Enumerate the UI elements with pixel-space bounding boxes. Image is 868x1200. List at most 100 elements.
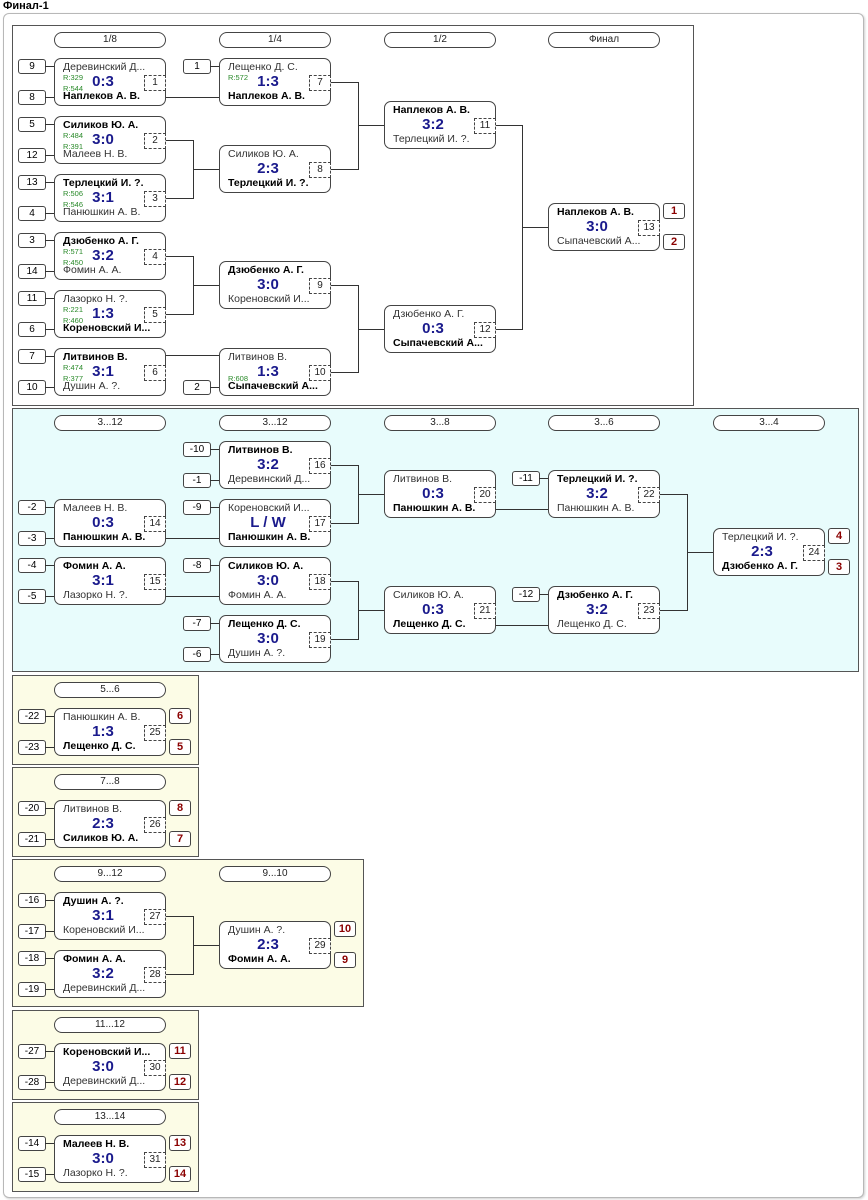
connector-line	[496, 329, 522, 330]
round-header: 11...12	[54, 1017, 166, 1033]
round-header: 1/8	[54, 32, 166, 48]
seed-label: 1	[183, 59, 211, 74]
player-1-name: Литвинов В.	[228, 444, 293, 456]
player-2-name: Лазорко Н. ?.	[63, 589, 128, 601]
connector-line	[358, 125, 384, 126]
match-score: 3:0	[92, 1150, 114, 1167]
match-number: 7	[309, 75, 331, 91]
seed-label: -21	[18, 832, 46, 847]
player-1-name: Дзюбенко А. Г.	[557, 589, 633, 601]
player-1-rating: R:221	[63, 305, 84, 314]
player-2-name: Душин А. ?.	[63, 380, 121, 392]
seed-label: -7	[183, 616, 211, 631]
seed-label: -20	[18, 801, 46, 816]
match-number: 26	[144, 817, 166, 833]
player-1-name: Дзюбенко А. Г.	[228, 264, 304, 276]
place-badge: 1	[663, 203, 685, 219]
connector-line	[166, 355, 219, 356]
connector-line	[210, 654, 219, 655]
connector-line	[45, 298, 54, 299]
player-2-name: Деревинский Д...	[228, 473, 311, 485]
seed-label: -8	[183, 558, 211, 573]
player-2-name: Панюшкин А. В.	[557, 502, 635, 514]
connector-line	[45, 747, 54, 748]
player-1-name: Силиков Ю. А.	[393, 589, 464, 601]
player-1-name: Кореновский И...	[63, 1046, 151, 1058]
seed-label: 5	[18, 117, 46, 132]
match-number: 2	[144, 133, 166, 149]
match-score: 3:0	[586, 218, 608, 235]
seed-label: -11	[512, 471, 540, 486]
player-1-rating: R:329	[63, 73, 84, 82]
player-2-name: Панюшкин А. В.	[63, 206, 141, 218]
seed-label: -5	[18, 589, 46, 604]
seed-label: -10	[183, 442, 211, 457]
match-number: 24	[803, 545, 825, 561]
connector-line	[45, 565, 54, 566]
seed-label: 11	[18, 291, 46, 306]
player-2-name: Лазорко Н. ?.	[63, 1167, 128, 1179]
seed-label: 3	[18, 233, 46, 248]
connector-line	[331, 82, 358, 83]
place-badge: 7	[169, 831, 191, 847]
place-badge: 2	[663, 234, 685, 250]
match-number: 11	[474, 118, 496, 134]
match-number: 6	[144, 365, 166, 381]
match-score: 0:3	[92, 73, 114, 90]
match-number: 15	[144, 574, 166, 590]
match-score: 0:3	[92, 514, 114, 531]
match-number: 25	[144, 725, 166, 741]
round-header: 9...10	[219, 866, 331, 882]
match-number: 10	[309, 365, 331, 381]
connector-line	[522, 227, 548, 228]
seed-label: -27	[18, 1044, 46, 1059]
connector-line	[193, 945, 219, 946]
player-2-name: Наплеков А. В.	[228, 90, 305, 102]
match-score: 3:2	[422, 116, 444, 133]
seed-label: -12	[512, 587, 540, 602]
connector-line	[331, 372, 358, 373]
match-number: 8	[309, 162, 331, 178]
player-2-name: Панюшкин А. В.	[393, 502, 476, 514]
seed-label: -6	[183, 647, 211, 662]
connector-line	[166, 596, 219, 597]
connector-line	[210, 507, 219, 508]
place-badge: 10	[334, 921, 356, 937]
player-2-rating: R:608	[228, 374, 249, 383]
match-score: 3:0	[92, 1058, 114, 1075]
round-header: 3...8	[384, 415, 496, 431]
connector-line	[45, 931, 54, 932]
seed-label: -18	[18, 951, 46, 966]
